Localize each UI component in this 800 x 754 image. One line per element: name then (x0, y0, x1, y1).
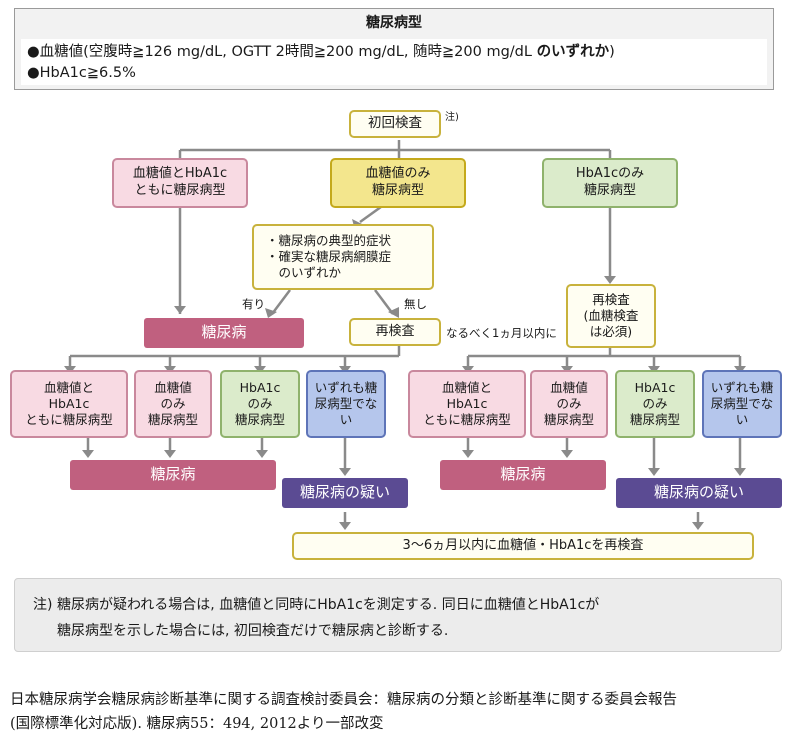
suspected-box-left: 糖尿病の疑い (282, 478, 408, 508)
note-line-1: 糖尿病が疑われる場合は, 血糖値と同時にHbA1cを測定する. 同日に血糖値とH… (57, 597, 600, 613)
hba1c-only-box: HbA1cのみ 糖尿病型 (542, 158, 678, 208)
suspected-box-right: 糖尿病の疑い (616, 478, 782, 508)
no-label: 無し (404, 297, 427, 311)
note-label: 注) (33, 597, 53, 613)
left-glucose-box: 血糖値 のみ 糖尿病型 (134, 370, 212, 438)
criteria-line-glucose: ●血糖値(空腹時≧126 mg/dL, OGTT 2時間≧200 mg/dL, … (27, 44, 615, 60)
retest-required-box: 再検査 (血糖検査 は必須) (566, 284, 656, 348)
criteria-box: 糖尿病型 ●血糖値(空腹時≧126 mg/dL, OGTT 2時間≧200 mg… (14, 8, 774, 90)
source-citation: 日本糖尿病学会糖尿病診断基準に関する調査検討委員会：糖尿病の分類と診断基準に関す… (10, 688, 790, 736)
source-line-1: 日本糖尿病学会糖尿病診断基準に関する調査検討委員会：糖尿病の分類と診断基準に関す… (10, 692, 677, 708)
yes-label: 有り (242, 297, 265, 311)
source-line-2: (国際標準化対応版). 糖尿病55：494, 2012より一部改変 (10, 716, 384, 732)
initial-note-mark: 注) (445, 112, 459, 123)
left-both-box: 血糖値と HbA1c ともに糖尿病型 (10, 370, 128, 438)
symptoms-box: ・糖尿病の典型的症状 ・確実な糖尿病網膜症 のいずれか (252, 224, 434, 290)
initial-test-box: 初回検査 (349, 110, 441, 138)
retest-note: なるべく1ヵ月以内に (446, 326, 557, 340)
glucose-only-box: 血糖値のみ 糖尿病型 (330, 158, 466, 208)
criteria-title: 糖尿病型 (366, 15, 422, 31)
right-both-box: 血糖値と HbA1c ともに糖尿病型 (408, 370, 526, 438)
left-neither-box: いずれも糖 尿病型でな い (306, 370, 386, 438)
left-hba1c-box: HbA1c のみ 糖尿病型 (220, 370, 300, 438)
right-hba1c-box: HbA1c のみ 糖尿病型 (615, 370, 695, 438)
note-box: 注) 糖尿病が疑われる場合は, 血糖値と同時にHbA1cを測定する. 同日に血糖… (14, 578, 782, 652)
diabetes-box-top: 糖尿病 (144, 318, 304, 348)
criteria-line-hba1c: ●HbA1c≧6.5% (27, 65, 136, 81)
criteria-body: ●血糖値(空腹時≧126 mg/dL, OGTT 2時間≧200 mg/dL, … (21, 39, 767, 85)
right-glucose-box: 血糖値 のみ 糖尿病型 (530, 370, 608, 438)
diabetes-box-right: 糖尿病 (440, 460, 606, 490)
right-neither-box: いずれも糖 尿病型でな い (702, 370, 782, 438)
final-retest-box: 3〜6ヵ月以内に血糖値・HbA1cを再検査 (292, 532, 754, 560)
both-diabetic-type-box: 血糖値とHbA1c ともに糖尿病型 (112, 158, 248, 208)
retest-box: 再検査 (349, 318, 441, 346)
diabetes-box-left: 糖尿病 (70, 460, 276, 490)
note-line-2: 糖尿病型を示した場合には, 初回検査だけで糖尿病と診断する. (57, 623, 449, 639)
